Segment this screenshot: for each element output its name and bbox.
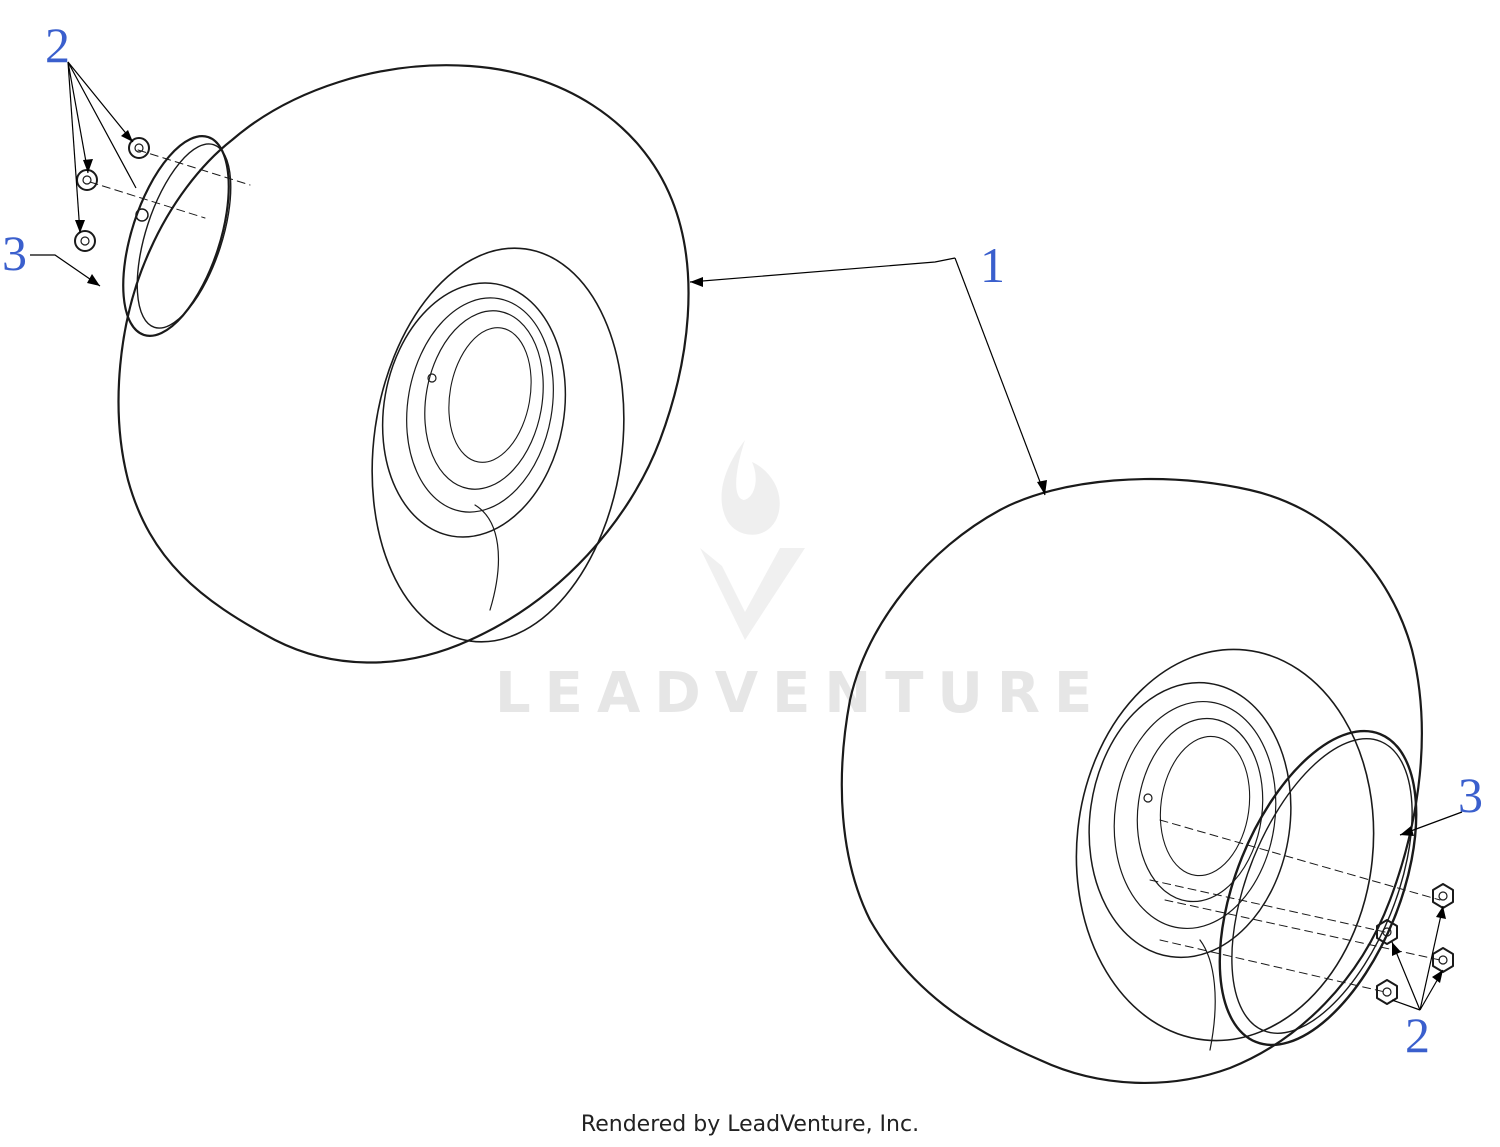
lug-nut-icon: [1432, 883, 1454, 909]
flame-v-logo: [700, 440, 805, 640]
footer-credit: Rendered by LeadVenture, Inc.: [580, 1112, 920, 1137]
lug-nut-icon: [1376, 919, 1398, 945]
left-rim-outer: [381, 282, 567, 538]
left-lug-nuts: [74, 137, 150, 252]
callout-labels: 1 2 3 3 2: [2, 17, 1483, 1063]
right-rim-outer: [1088, 681, 1292, 959]
lug-nut-icon: [128, 137, 150, 159]
lug-nut-icon: [76, 169, 98, 191]
callout-2-right: 2: [1405, 1007, 1430, 1063]
left-wheel-assembly: [117, 64, 690, 664]
callout-2-left: 2: [45, 17, 70, 73]
left-hubcap-ring: [89, 135, 251, 337]
callout-3-left: 3: [2, 225, 27, 281]
watermark: LEADVENTURE: [495, 440, 1106, 726]
callout-3-right: 3: [1458, 767, 1483, 823]
right-hubcap-ring: [1149, 729, 1441, 1047]
lug-nut-icon: [1432, 947, 1454, 973]
left-tire-sidewall: [371, 247, 625, 643]
right-tire-tread: [840, 478, 1423, 1085]
leader-lines: [30, 61, 1463, 1011]
lug-nut-icon: [1376, 979, 1398, 1005]
right-wheel-assembly: [840, 478, 1423, 1085]
lug-nut-icon: [135, 208, 149, 222]
callout-1: 1: [980, 237, 1005, 293]
left-tire-tread: [117, 64, 690, 664]
right-lug-nuts: [1376, 883, 1454, 1005]
watermark-text: LEADVENTURE: [495, 661, 1106, 726]
lug-nut-icon: [74, 230, 96, 252]
right-tire-sidewall: [1075, 648, 1375, 1042]
